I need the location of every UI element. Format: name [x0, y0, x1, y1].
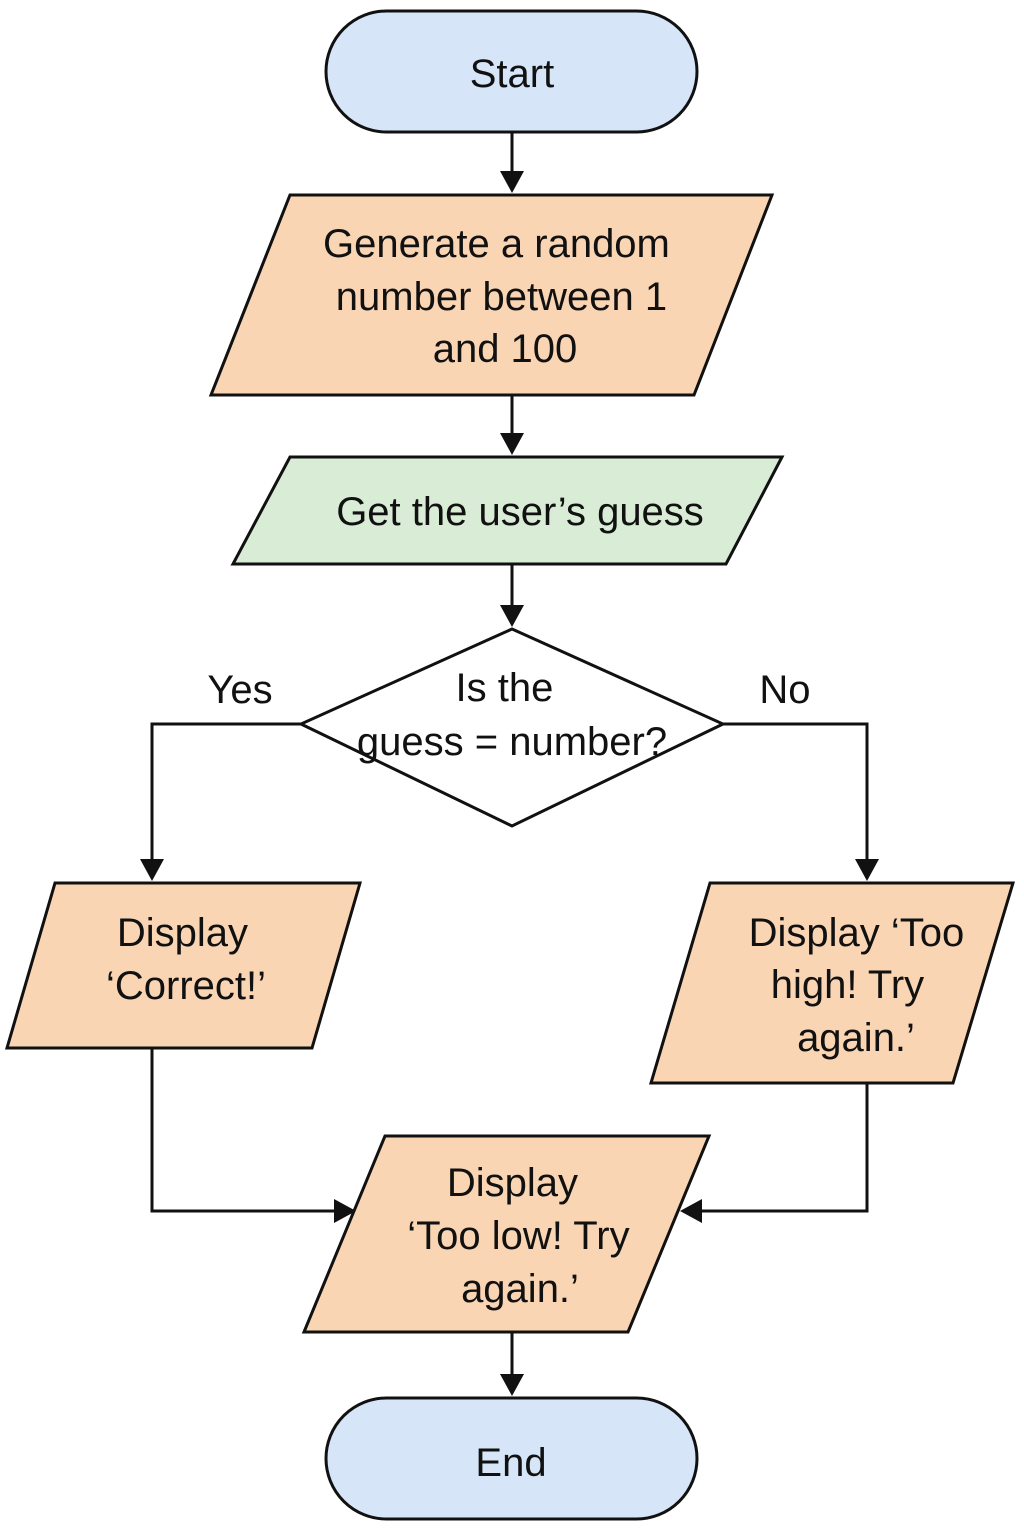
arrowhead-generate — [500, 171, 524, 193]
node-labels: Start Generate a random number between 1… — [106, 52, 976, 1485]
too-high-label-line: high! Try — [771, 963, 924, 1007]
arrowhead-toohigh — [855, 859, 879, 881]
display-too-low-step — [301, 1134, 712, 1334]
generate-number-step — [208, 193, 775, 397]
generate-label: Generate a random number between 1 and 1… — [323, 222, 681, 371]
decision-label-line: Is the — [456, 666, 554, 710]
get-guess-label-line: Get the user’s guess — [336, 490, 704, 534]
no-edge-label: No — [759, 668, 810, 712]
connectors — [140, 132, 879, 1396]
decision-label: Is the guess = number? — [357, 666, 667, 764]
arrowhead-getguess — [500, 433, 524, 455]
too-low-label-line: again.’ — [461, 1267, 579, 1311]
generate-label-line: Generate a random — [323, 222, 670, 266]
too-high-label-line: Display ‘Too — [749, 911, 965, 955]
get-guess-input — [230, 455, 785, 566]
too-low-label: Display ‘Too low! Try again.’ — [407, 1161, 640, 1311]
edge-labels: Yes No — [207, 668, 810, 712]
nodes — [5, 9, 1016, 1521]
end-terminal — [324, 1396, 699, 1521]
generate-label-line: and 100 — [433, 327, 578, 371]
too-high-label: Display ‘Too high! Try again.’ — [749, 911, 976, 1060]
arrowhead-decision — [500, 605, 524, 627]
connector-correct-toolow — [150, 1048, 338, 1213]
display-too-high-step — [648, 881, 1016, 1085]
correct-label-line: Display — [117, 911, 248, 955]
end-label: End — [475, 1441, 546, 1485]
arrowhead-correct — [140, 859, 164, 881]
too-high-label-line: again.’ — [797, 1016, 915, 1060]
correct-label-line: ‘Correct!’ — [106, 964, 266, 1008]
arrowhead-end — [500, 1374, 524, 1396]
start-label: Start — [470, 52, 554, 96]
connector-toohigh-toolow — [698, 1083, 869, 1213]
get-guess-label: Get the user’s guess — [336, 490, 704, 534]
yes-edge-label: Yes — [207, 668, 272, 712]
arrowhead-toolow-right — [680, 1199, 702, 1223]
decision-label-line: guess = number? — [357, 720, 667, 764]
arrowhead-toolow-left — [334, 1199, 356, 1223]
start-label-line: Start — [470, 52, 554, 96]
too-low-label-line: ‘Too low! Try — [407, 1214, 629, 1258]
display-correct-step — [5, 881, 362, 1050]
too-low-label-line: Display — [447, 1161, 578, 1205]
correct-label: Display ‘Correct!’ — [106, 911, 266, 1008]
connector-decision-toohigh — [723, 722, 869, 863]
end-label-line: End — [475, 1441, 546, 1485]
connector-decision-correct — [150, 722, 301, 863]
start-terminal — [324, 9, 699, 134]
guess-check-decision — [297, 627, 727, 828]
generate-label-line: number between 1 — [336, 275, 667, 319]
